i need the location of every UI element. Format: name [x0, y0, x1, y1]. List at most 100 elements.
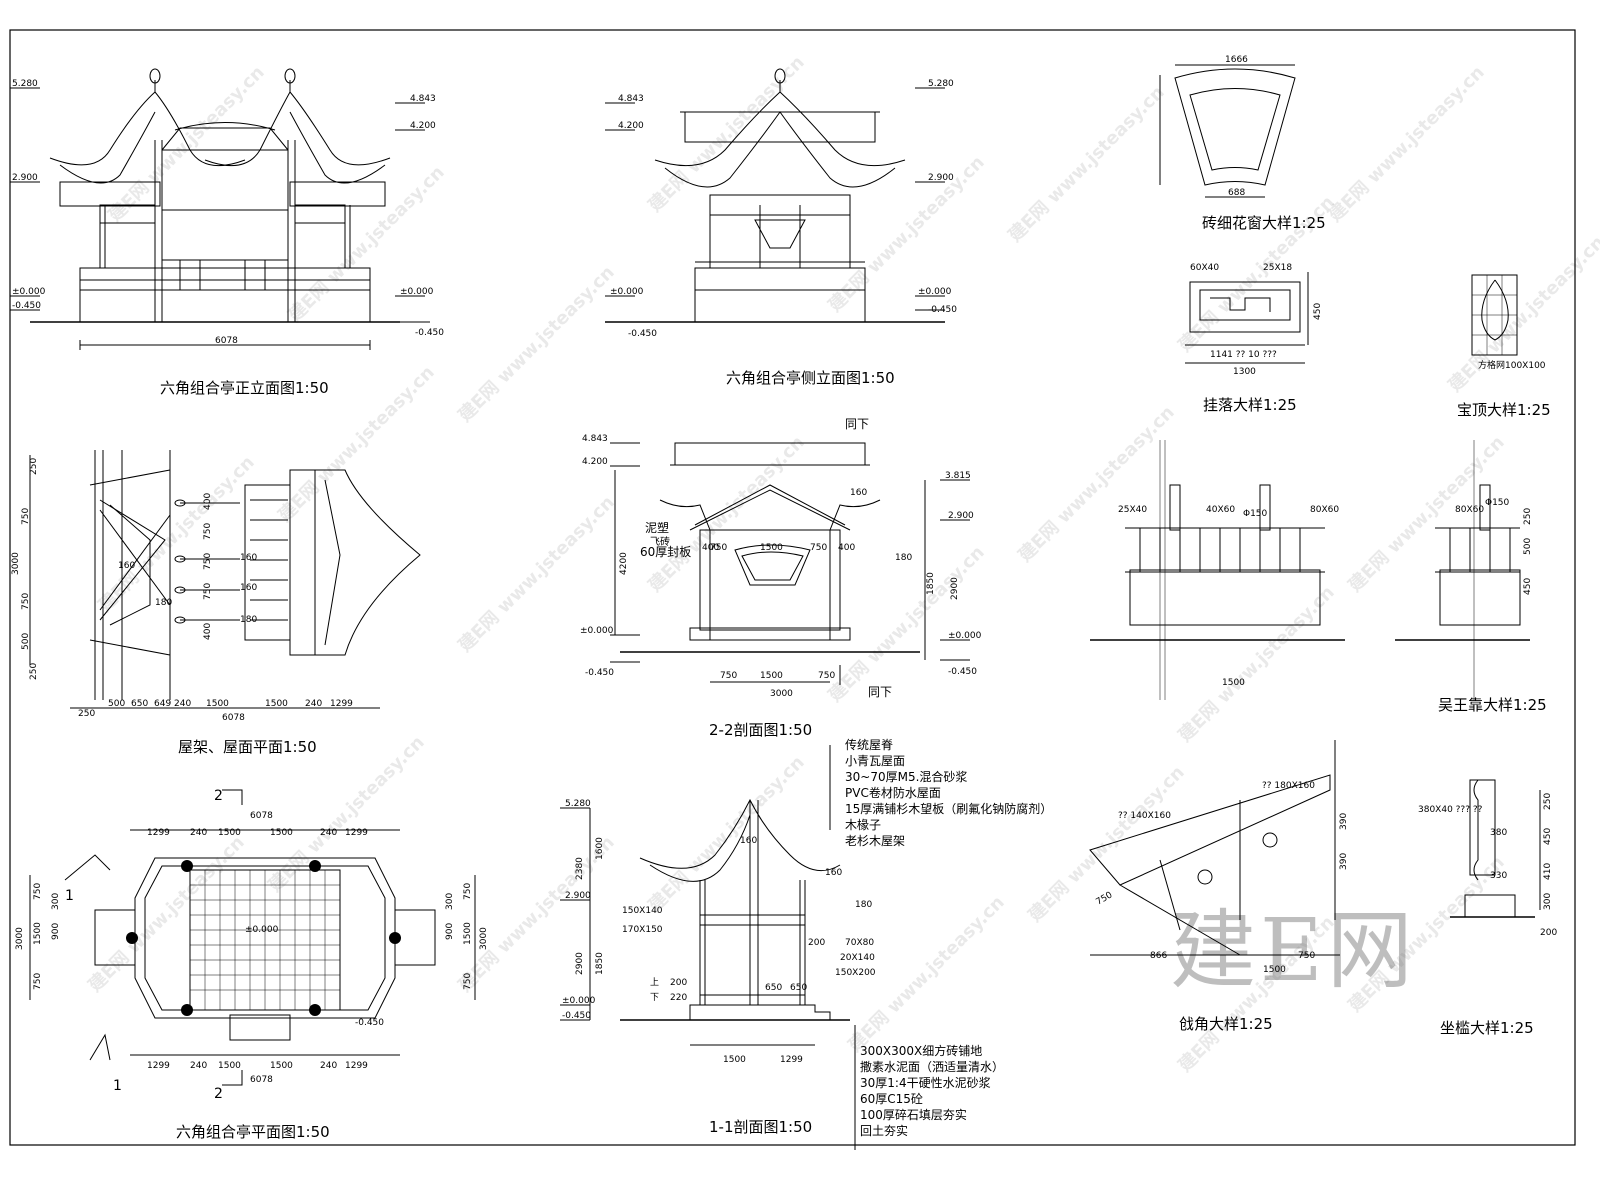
level-label: ±0.000	[400, 287, 434, 297]
roof-layer-item: 15厚满铺杉木望板（刷氟化钠防腐剂）	[845, 802, 1053, 816]
dim-label: 240	[190, 1061, 207, 1071]
dim-label: 160	[850, 488, 867, 498]
section-label: 60厚封板	[640, 545, 691, 559]
dim-label: 下	[650, 993, 659, 1003]
dim-label: 1500	[760, 543, 783, 553]
section-label: 飞砖	[650, 535, 670, 548]
dim-label: 200	[1540, 928, 1557, 938]
seat-sill-drawing	[1450, 779, 1541, 918]
dim-label: 180	[240, 615, 257, 625]
level-label: 4.843	[410, 94, 436, 104]
dim-label: 2900	[575, 952, 585, 975]
dim-label: 750	[33, 883, 43, 900]
dim-label: 1500	[218, 828, 241, 838]
section-label: 同下	[868, 685, 892, 699]
dim-label: 750	[203, 553, 213, 570]
level-label: 4.843	[618, 94, 644, 104]
floor-columns	[126, 860, 401, 1016]
section-1-1-drawing	[560, 745, 856, 1150]
dim-label: ?? 140X160	[1118, 811, 1171, 821]
dim-label: 500	[1523, 538, 1533, 555]
dim-label: 688	[1228, 188, 1245, 198]
dim-label: 方格网100X100	[1478, 359, 1546, 371]
dim-label: 380	[1490, 828, 1507, 838]
section-label: 同下	[845, 417, 869, 431]
dim-label: 240	[320, 828, 337, 838]
dim-label: 200	[808, 938, 825, 948]
level-label: ±0.000	[12, 287, 46, 297]
front-elevation-drawing	[10, 68, 430, 350]
floor-layer-item: 300X300X细方砖铺地	[860, 1044, 983, 1058]
dim-label: 1600	[595, 837, 605, 860]
roof-layer-item: 小青瓦屋面	[845, 754, 906, 768]
dim-label: 6078	[222, 713, 245, 723]
dim-label: 200	[670, 978, 687, 988]
section-mark: 1	[113, 1078, 122, 1094]
dim-label: 1300	[1233, 367, 1256, 377]
title-front-elevation: 六角组合亭正立面图1:50	[160, 379, 329, 397]
dim-label: 170X150	[622, 925, 663, 935]
dim-label: 500	[108, 699, 125, 709]
level-label: ±0.000	[562, 996, 596, 1006]
dim-label: 1850	[595, 952, 605, 975]
dim-label: 250	[1523, 508, 1533, 525]
dim-label: 4200	[619, 552, 629, 575]
dim-label: 240	[190, 828, 207, 838]
level-label: ±0.000	[245, 925, 279, 935]
dim-label: 900	[445, 923, 455, 940]
dim-label: 70X80	[845, 938, 874, 948]
dim-label: 300	[1543, 893, 1553, 910]
dim-label: 1850	[926, 572, 936, 595]
title-side-elevation: 六角组合亭侧立面图1:50	[726, 369, 895, 387]
dim-label: 3000	[11, 552, 21, 575]
dim-label: 250	[78, 709, 95, 719]
dim-label: 6078	[250, 1075, 273, 1085]
dim-label: 160	[240, 583, 257, 593]
dim-label: ?? 180X160	[1262, 781, 1315, 791]
dim-label: 1500	[463, 922, 473, 945]
dim-label: 1500	[1222, 678, 1245, 688]
dim-label: 400	[203, 623, 213, 640]
floor-layer-item: 100厚碎石填层夯实	[860, 1108, 967, 1122]
level-label: ±0.000	[610, 287, 644, 297]
dim-label: 400	[203, 493, 213, 510]
dim-label: 160	[118, 561, 135, 571]
dim-label: 1500	[218, 1061, 241, 1071]
dim-label: 1299	[330, 699, 353, 709]
level-label: 2.900	[928, 173, 954, 183]
dim-label: 450	[1313, 303, 1323, 320]
dim-label: Φ150	[1243, 509, 1268, 519]
level-label: -0.450	[948, 667, 977, 677]
dim-label: 750	[203, 583, 213, 600]
level-label: -0.450	[628, 329, 657, 339]
dim-label: 1141 ?? 10 ???	[1210, 350, 1277, 360]
dim-label: 1500	[270, 828, 293, 838]
title-wuwangkao: 吴王靠大样1:25	[1438, 696, 1547, 714]
level-label: 4.200	[410, 121, 436, 131]
finial-drawing	[1471, 274, 1518, 356]
dim-label: 750	[463, 883, 473, 900]
dim-label: 上	[650, 977, 659, 988]
brick-window-drawing	[1159, 64, 1296, 198]
level-label: 4.843	[582, 434, 608, 444]
dim-label: 20X140	[840, 953, 875, 963]
section-mark: 1	[65, 888, 74, 904]
dim-label: 220	[670, 993, 687, 1003]
dim-label: 750	[21, 593, 31, 610]
level-label: ±0.000	[948, 631, 982, 641]
wuwangkao-drawing	[1090, 440, 1530, 700]
floor-grid	[190, 870, 340, 1010]
level-label: 5.280	[565, 799, 591, 809]
level-label: 4.200	[618, 121, 644, 131]
level-label: ±0.000	[580, 626, 614, 636]
dim-label: 750	[818, 671, 835, 681]
dim-label: 240	[320, 1061, 337, 1071]
dim-label: 1666	[1225, 55, 1248, 65]
dim-label: 500	[21, 633, 31, 650]
dim-label: 80X60	[1455, 505, 1484, 515]
dim-label: 390	[1339, 853, 1349, 870]
dim-label: 6078	[215, 336, 238, 346]
level-label: 4.200	[582, 457, 608, 467]
